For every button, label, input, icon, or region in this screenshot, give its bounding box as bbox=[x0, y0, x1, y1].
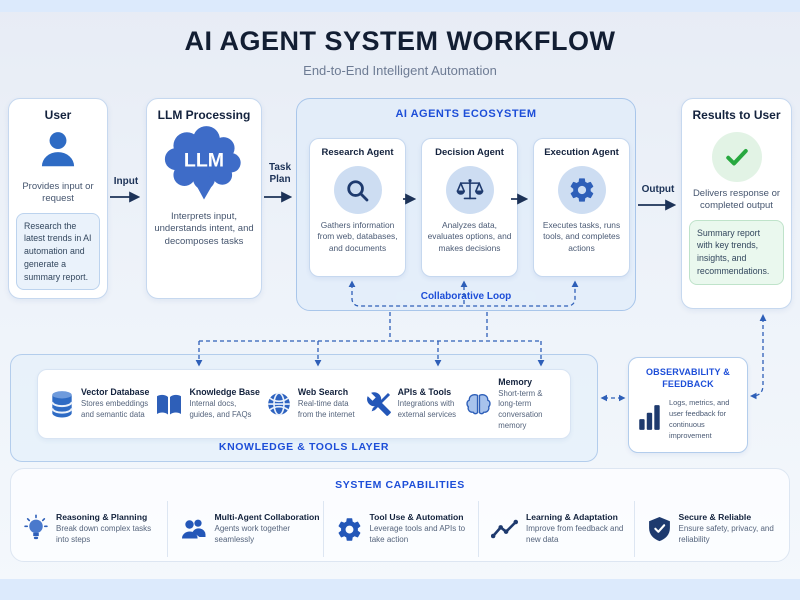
observability-desc: Logs, metrics, and user feedback for con… bbox=[669, 398, 730, 440]
capability-desc: Agents work together seamlessly bbox=[214, 524, 291, 544]
user-request-note: Research the latest trends in AI automat… bbox=[16, 212, 100, 291]
knowledge-tools-layer: Vector Database Stores embeddings and se… bbox=[10, 354, 598, 462]
agent-title: Research Agent bbox=[321, 147, 394, 158]
knowledge-item-title: Web Search bbox=[297, 387, 349, 398]
capability-learning-adaptation: Learning & Adaptation Improve from feedb… bbox=[478, 501, 634, 557]
capability-desc: Ensure safety, privacy, and reliability bbox=[678, 524, 774, 544]
knowledge-item-apis-tools: APIs & Tools Integrations with external … bbox=[363, 387, 463, 420]
ecosystem-title: AI AGENTS ECOSYSTEM bbox=[395, 108, 537, 120]
task-plan-arrow-label: Task Plan bbox=[268, 162, 292, 185]
capability-multi-agent-collaboration: Multi-Agent Collaboration Agents work to… bbox=[166, 501, 323, 557]
knowledge-item-title: Knowledge Base bbox=[189, 387, 260, 398]
knowledge-item-title: APIs & Tools bbox=[397, 387, 452, 398]
knowledge-item-title: Memory bbox=[498, 376, 533, 387]
check-icon bbox=[711, 132, 762, 182]
page-subtitle: End-to-End Intelligent Automation bbox=[303, 63, 497, 78]
system-capabilities-label: SYSTEM CAPABILITIES bbox=[335, 479, 465, 491]
results-summary-note: Summary report with key trends, insights… bbox=[689, 219, 784, 285]
knowledge-item-memory: Memory Short-term & long-term conversati… bbox=[462, 377, 562, 431]
lightbulb-icon bbox=[23, 514, 49, 544]
input-arrow-label: Input bbox=[113, 176, 139, 187]
page-title: AI AGENT SYSTEM WORKFLOW bbox=[184, 26, 616, 56]
knowledge-item-desc: Internal docs, guides, and FAQs bbox=[189, 399, 252, 419]
observability-title: OBSERVABILITY & FEEDBACK bbox=[645, 367, 730, 389]
agent-desc: Executes tasks, runs tools, and complete… bbox=[542, 220, 621, 253]
top-frame-strip bbox=[0, 0, 800, 12]
knowledge-layer-label: KNOWLEDGE & TOOLS LAYER bbox=[218, 441, 390, 453]
results-desc: Delivers response or completed output bbox=[692, 188, 781, 212]
execution-agent-card: Execution Agent Executes tasks, runs too… bbox=[533, 138, 630, 277]
book-icon bbox=[155, 392, 183, 417]
capability-desc: Break down complex tasks into steps bbox=[56, 524, 152, 544]
gear-icon bbox=[336, 516, 363, 543]
llm-icon-label: LLM bbox=[184, 149, 224, 171]
system-capabilities-bar: SYSTEM CAPABILITIES Reasoning & Planning… bbox=[10, 468, 790, 562]
decision-agent-card: Decision Agent Analyzes data, evaluates … bbox=[421, 138, 518, 277]
capability-title: Learning & Adaptation bbox=[526, 512, 618, 523]
user-box: User Provides input or request Research … bbox=[8, 98, 108, 299]
knowledge-item-title: Vector Database bbox=[81, 387, 150, 398]
agent-desc: Gathers information from web, databases,… bbox=[317, 220, 398, 253]
capability-title: Tool Use & Automation bbox=[369, 512, 464, 523]
knowledge-item-desc: Integrations with external services bbox=[397, 399, 457, 419]
knowledge-item-desc: Short-term & long-term conversation memo… bbox=[498, 388, 543, 430]
capability-desc: Leverage tools and APIs to take action bbox=[369, 524, 466, 544]
capability-secure-reliable: Secure & Reliable Ensure safety, privacy… bbox=[633, 501, 790, 557]
trend-icon bbox=[491, 518, 519, 540]
capability-title: Multi-Agent Collaboration bbox=[214, 512, 320, 523]
knowledge-item-desc: Real-time data from the internet bbox=[297, 399, 355, 419]
brain-icon bbox=[465, 392, 492, 416]
knowledge-item-knowledge-base: Knowledge Base Internal docs, guides, an… bbox=[152, 387, 262, 420]
llm-box-title: LLM Processing bbox=[157, 108, 251, 122]
gear-icon bbox=[557, 166, 606, 214]
agent-desc: Analyzes data, evaluates options, and ma… bbox=[427, 220, 512, 253]
capability-tool-use-automation: Tool Use & Automation Leverage tools and… bbox=[322, 501, 479, 557]
people-icon bbox=[180, 517, 208, 541]
llm-desc: Interprets input, understands intent, an… bbox=[154, 211, 254, 247]
research-agent-card: Research Agent Gathers information from … bbox=[309, 138, 406, 277]
user-box-title: User bbox=[44, 108, 72, 122]
results-box-title: Results to User bbox=[692, 108, 781, 122]
agent-title: Execution Agent bbox=[544, 147, 619, 158]
tools-icon bbox=[366, 391, 392, 417]
output-arrow-label: Output bbox=[641, 184, 675, 195]
person-icon bbox=[35, 126, 81, 177]
observability-feedback-box: OBSERVABILITY & FEEDBACK Logs, metrics, … bbox=[628, 357, 748, 453]
knowledge-item-web-search: Web Search Real-time data from the inter… bbox=[263, 387, 363, 420]
shield-icon bbox=[647, 515, 672, 543]
observability-results-connector bbox=[750, 314, 767, 400]
capability-reasoning-planning: Reasoning & Planning Break down complex … bbox=[11, 501, 167, 557]
scales-icon bbox=[445, 166, 494, 214]
llm-processing-box: LLM Processing LLM Interprets input, und… bbox=[146, 98, 262, 299]
user-desc: Provides input or request bbox=[22, 181, 94, 205]
brain-llm-icon: LLM bbox=[160, 126, 248, 207]
capability-desc: Improve from feedback and new data bbox=[526, 524, 624, 544]
capability-title: Reasoning & Planning bbox=[56, 512, 148, 523]
agent-title: Decision Agent bbox=[435, 147, 504, 158]
knowledge-item-vector-database: Vector Database Stores embeddings and se… bbox=[46, 387, 152, 420]
database-icon bbox=[49, 390, 75, 418]
knowledge-items-panel: Vector Database Stores embeddings and se… bbox=[37, 369, 571, 439]
capability-title: Secure & Reliable bbox=[678, 512, 752, 523]
knowledge-observability-connector bbox=[600, 394, 626, 402]
globe-icon bbox=[266, 391, 292, 417]
results-box: Results to User Delivers response or com… bbox=[681, 98, 792, 309]
magnifier-icon bbox=[333, 166, 382, 214]
knowledge-item-desc: Stores embeddings and semantic data bbox=[81, 399, 149, 419]
bottom-frame-strip bbox=[0, 579, 800, 600]
ai-agents-ecosystem: AI AGENTS ECOSYSTEM Research Agent Gathe… bbox=[296, 98, 636, 311]
bar-chart-icon bbox=[637, 403, 663, 436]
collaborative-loop-label: Collaborative Loop bbox=[396, 291, 536, 302]
